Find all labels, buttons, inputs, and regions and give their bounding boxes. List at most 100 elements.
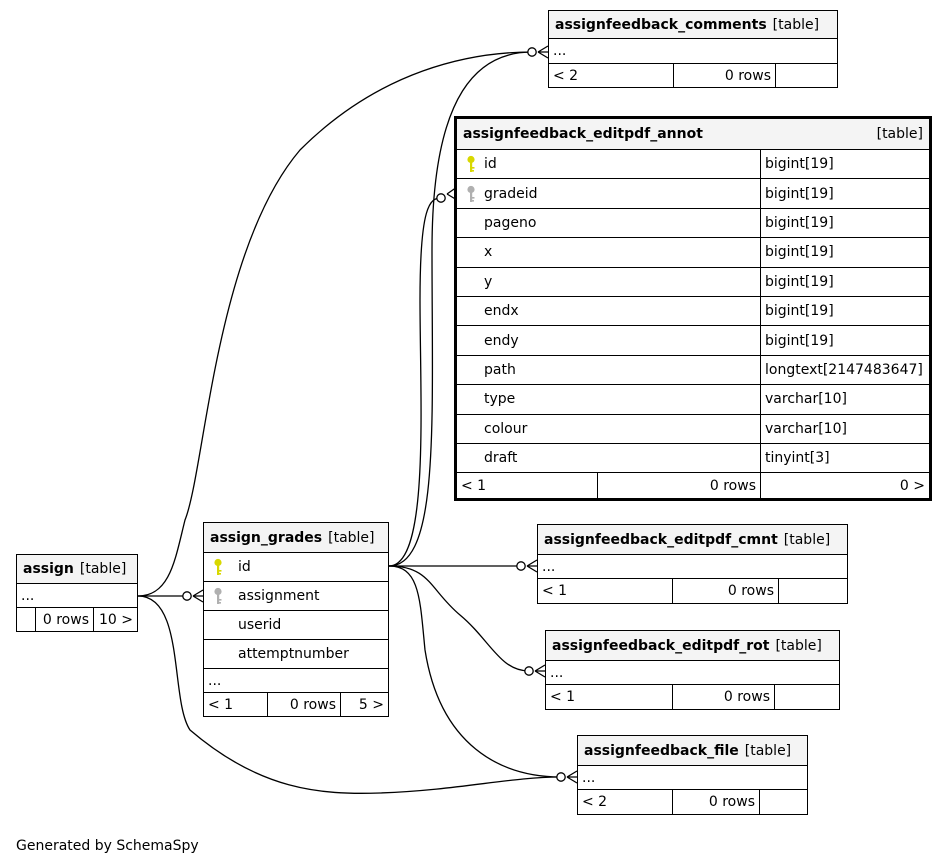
parents-count[interactable]: < 1 (208, 696, 234, 713)
column-name-cell: attemptnumber (204, 640, 388, 668)
crowfoot (526, 559, 538, 573)
parents-count[interactable]: < 1 (461, 477, 487, 494)
row-count: 0 rows (597, 473, 760, 499)
table-footer: < 1 0 rows (546, 684, 839, 709)
column-name: userid (238, 617, 282, 633)
foreign-key-icon (467, 185, 475, 202)
column-row[interactable]: x bigint[19] (457, 237, 929, 267)
column-name: assignment (238, 588, 320, 604)
columns-ellipsis: ... (17, 583, 137, 607)
table-header: assign_grades [table] (204, 523, 388, 552)
column-name-cell: type (457, 385, 760, 413)
children-count[interactable]: 10 > (93, 608, 137, 631)
table-header: assignfeedback_editpdf_annot [table] (457, 119, 929, 149)
column-row[interactable]: attemptnumber (204, 639, 388, 668)
column-row[interactable]: gradeid bigint[19] (457, 178, 929, 208)
edge-end-circle (436, 193, 446, 203)
table-footer: < 2 0 rows (549, 63, 837, 87)
generated-by-footer: Generated by SchemaSpy (16, 838, 199, 854)
column-name: endy (484, 332, 519, 349)
edge-grades-annot (388, 197, 442, 567)
columns-ellipsis: ... (549, 38, 837, 63)
table-header: assignfeedback_file[table] (578, 736, 807, 765)
column-name-cell: id (204, 553, 388, 581)
table-name: assignfeedback_editpdf_cmnt (544, 531, 778, 548)
crowfoot (534, 664, 546, 678)
table-tag: [table] (876, 126, 923, 142)
primary-key-icon (214, 558, 222, 575)
column-name-cell: endy (457, 326, 760, 354)
edge-end-circle (527, 47, 537, 57)
table-name: assignfeedback_comments (555, 16, 767, 33)
row-count: 0 rows (672, 579, 778, 603)
column-type: bigint[19] (760, 208, 929, 238)
table-header: assignfeedback_comments [table] (549, 11, 837, 38)
row-count: 0 rows (672, 685, 774, 709)
column-row[interactable]: id (204, 552, 388, 581)
columns-ellipsis: ... (546, 660, 839, 684)
table-tag: [table] (328, 529, 375, 546)
table-footer: < 1 0 rows 0 > (457, 472, 929, 499)
column-name-cell: id (457, 150, 760, 178)
edge-end-circle (524, 666, 534, 676)
table-name: assignfeedback_editpdf_annot (463, 126, 703, 142)
column-name-cell: draft (457, 444, 760, 472)
column-list: id assignment userid attemptnumber (204, 552, 388, 668)
column-name: path (484, 361, 516, 378)
edge-end-circle (182, 591, 192, 601)
row-count: 0 rows (673, 64, 775, 87)
children-count[interactable] (778, 579, 847, 603)
parents-count[interactable]: < 1 (542, 583, 568, 599)
table-assignfeedback-editpdf-cmnt[interactable]: assignfeedback_editpdf_cmnt[table] ... <… (537, 524, 848, 604)
children-count[interactable]: 5 > (340, 693, 388, 716)
children-count[interactable] (759, 790, 807, 814)
row-count: 0 rows (672, 790, 759, 814)
column-type: bigint[19] (760, 150, 929, 179)
table-footer: < 1 0 rows 5 > (204, 692, 388, 716)
column-name-cell: gradeid (457, 179, 760, 207)
children-count[interactable] (774, 685, 839, 709)
column-name: type (484, 391, 516, 408)
edge-grades-file (388, 565, 562, 778)
row-count: 0 rows (35, 608, 93, 631)
column-type: bigint[19] (760, 238, 929, 267)
column-type: varchar[10] (760, 414, 929, 443)
table-header: assignfeedback_editpdf_cmnt[table] (538, 525, 847, 554)
table-assignfeedback-file[interactable]: assignfeedback_file[table] ... < 2 0 row… (577, 735, 808, 815)
column-type: bigint[19] (760, 179, 929, 208)
table-assign-grades[interactable]: assign_grades [table] id assignment userid a… (203, 522, 389, 717)
column-type: bigint[19] (760, 267, 929, 296)
parents-count[interactable]: < 2 (553, 67, 579, 84)
crowfoot (192, 589, 204, 603)
column-name: attemptnumber (238, 646, 349, 662)
column-name: x (484, 244, 493, 261)
children-count[interactable]: 0 > (760, 473, 929, 499)
columns-ellipsis: ... (538, 554, 847, 578)
table-assignfeedback-editpdf-rot[interactable]: assignfeedback_editpdf_rot[table] ... < … (545, 630, 840, 710)
table-assign[interactable]: assign[table] ... 0 rows 10 > (16, 554, 138, 632)
parents-count[interactable] (17, 608, 35, 631)
column-row[interactable]: userid (204, 610, 388, 639)
column-name-cell: assignment (204, 582, 388, 610)
table-name: assign_grades (210, 529, 323, 546)
column-name: gradeid (484, 185, 538, 202)
edge-end-circle (556, 772, 566, 782)
column-name: pageno (484, 214, 537, 231)
table-header: assignfeedback_editpdf_rot[table] (546, 631, 839, 660)
table-tag: [table] (772, 16, 820, 33)
parents-count[interactable]: < 2 (582, 794, 608, 810)
column-row[interactable]: assignment (204, 581, 388, 610)
table-assignfeedback-comments[interactable]: assignfeedback_comments [table] ... < 2 0… (548, 10, 838, 88)
column-row[interactable]: pageno bigint[19] (457, 207, 929, 238)
children-count[interactable] (775, 64, 837, 87)
parents-count[interactable]: < 1 (550, 689, 576, 705)
